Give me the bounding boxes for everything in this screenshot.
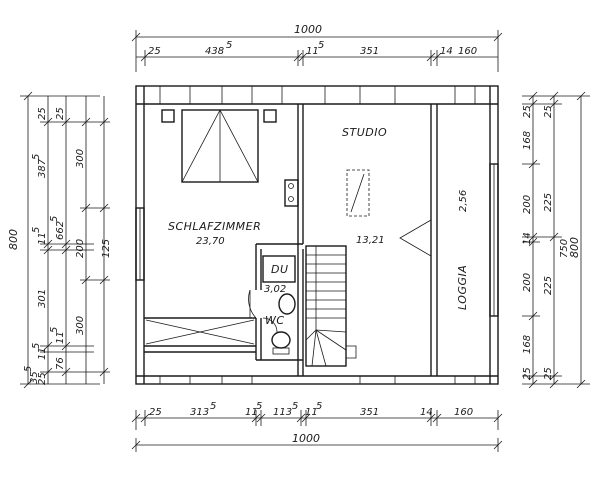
left-dim-387-sup: 5: [31, 154, 42, 160]
left-dim-11-c-sup: 5: [31, 343, 42, 349]
left-dim-11-b: 11: [55, 331, 66, 344]
left-dim-301: 301: [37, 289, 48, 308]
right-dim-225-bottom: 225: [543, 276, 554, 295]
left-dim-200: 200: [75, 239, 86, 258]
skylight: [346, 169, 370, 217]
room-name-studio: STUDIO: [342, 126, 387, 139]
bathroom: DU 3,02 WC: [262, 255, 296, 355]
right-dim-25-bottom-a: 25: [522, 367, 533, 380]
roof-edge-top: [159, 86, 476, 104]
shower-label: DU: [271, 263, 289, 276]
right-dim-14: 14: [522, 232, 533, 245]
left-dim-25-top-b: 25: [55, 107, 66, 120]
right-total-dimension: 800: [568, 237, 581, 258]
bottom-dim-11a-sup: 5: [256, 401, 262, 412]
left-total-dimension: 800: [7, 229, 20, 250]
right-dim-25-bottom-b: 25: [543, 367, 554, 380]
right-dim-168-bottom: 168: [522, 335, 533, 354]
wc-label: WC: [265, 314, 285, 327]
left-dim-300-top: 300: [75, 149, 86, 168]
right-dim-25-top-a: 25: [522, 105, 533, 118]
room-area-bath: 3,02: [264, 284, 286, 295]
right-dimension-chain: 25 168 200 14 200 168 25 25 225 225 25 7…: [522, 91, 590, 389]
left-dim-11-a-sup: 5: [31, 227, 42, 233]
bottom-dim-11b: 11: [305, 407, 318, 418]
right-dim-25-top-b: 25: [543, 105, 554, 118]
bottom-dimension-chain: 25 313 5 11 5 113 5 11 5 351 14 160 1000: [131, 401, 503, 452]
top-dim-351: 351: [360, 46, 379, 57]
top-dim-438-sup: 5: [226, 40, 232, 51]
top-dim-160: 160: [458, 46, 477, 57]
right-dim-225-top: 225: [543, 193, 554, 212]
bottom-dim-160: 160: [454, 407, 473, 418]
room-name-loggia: LOGGIA: [456, 265, 469, 310]
left-dim-76: 76: [55, 357, 66, 370]
left-dim-35: 35: [29, 371, 40, 384]
left-dim-11-a: 11: [37, 232, 48, 245]
room-area-loggia: 2,56: [458, 190, 469, 212]
loggia: LOGGIA 2,56: [456, 190, 469, 310]
left-dim-387: 387: [37, 158, 48, 178]
top-dim-25: 25: [148, 46, 161, 57]
bottom-dim-113: 113: [273, 407, 292, 418]
right-dim-200-bottom: 200: [522, 273, 533, 292]
left-dim-25-top-a: 25: [37, 107, 48, 120]
nightstand-right: [263, 109, 277, 123]
exterior-walls: [135, 85, 499, 385]
windows: [135, 163, 499, 317]
room-area-studio: 13,21: [356, 235, 385, 246]
bottom-dim-25: 25: [149, 407, 162, 418]
interior-walls: [144, 104, 438, 376]
room-name-schlafzimmer: SCHLAFZIMMER: [168, 220, 261, 233]
left-dimension-chain: 800 25 387 5 11 5 301 1: [7, 91, 112, 389]
room-area-schlafzimmer: 23,70: [196, 236, 225, 247]
nightstand-left: [161, 109, 175, 123]
studio: STUDIO 13,21: [284, 126, 432, 257]
top-dim-11: 11: [306, 46, 319, 57]
left-dim-11-b-sup: 5: [49, 327, 60, 333]
left-dim-11-c: 11: [37, 347, 48, 360]
left-dim-35-sup: 5: [23, 366, 34, 372]
bottom-dim-113-sup: 5: [292, 401, 298, 412]
right-dim-200-top: 200: [522, 195, 533, 214]
bottom-dim-313: 313: [190, 407, 209, 418]
bottom-dim-351: 351: [360, 407, 379, 418]
top-dimension-chain: 1000 25 438 5 11 5 351 14 160: [131, 23, 503, 72]
left-dim-662-sup: 5: [49, 216, 60, 222]
washbasin: [278, 293, 296, 315]
top-dim-14: 14: [440, 46, 453, 57]
top-dim-438: 438: [205, 46, 224, 57]
right-dim-168-top: 168: [522, 131, 533, 150]
bottom-dim-14: 14: [420, 407, 433, 418]
left-dim-662: 662: [55, 221, 66, 240]
bottom-dim-313-sup: 5: [210, 401, 216, 412]
left-dim-125: 125: [101, 239, 112, 258]
top-dim-11-sup: 5: [318, 40, 324, 51]
top-total-dimension: 1000: [294, 23, 322, 36]
bottom-dim-11b-sup: 5: [316, 401, 322, 412]
left-dim-25-bottom-a: 25: [37, 372, 48, 385]
staircase: [305, 245, 357, 367]
chimney: [284, 179, 299, 207]
bottom-total-dimension: 1000: [292, 432, 320, 445]
shower: [262, 255, 296, 283]
bottom-dim-11a: 11: [245, 407, 258, 418]
left-dim-300-bottom: 300: [75, 316, 86, 335]
right-dim-750: 750: [559, 239, 570, 258]
bedroom: SCHLAFZIMMER 23,70: [145, 109, 277, 345]
roof-edge-bottom: [159, 376, 476, 384]
toilet: [271, 331, 291, 349]
